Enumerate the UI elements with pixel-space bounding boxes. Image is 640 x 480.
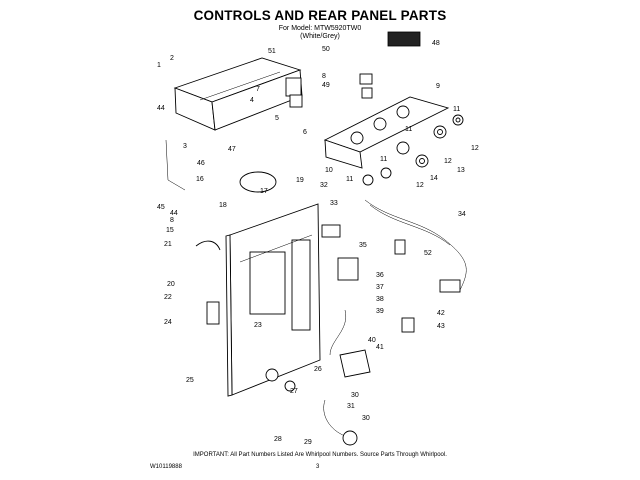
callout-3: 3 <box>183 143 187 150</box>
control-knobs <box>362 114 464 186</box>
callout-38: 38 <box>376 296 384 303</box>
control-panel <box>323 96 450 169</box>
callout-5: 5 <box>275 115 279 122</box>
callout-32: 32 <box>320 182 328 189</box>
page-title: CONTROLS AND REAR PANEL PARTS <box>193 8 447 23</box>
callout-42: 42 <box>437 310 445 317</box>
callout-23: 23 <box>254 322 262 329</box>
callout-13: 13 <box>457 167 465 174</box>
callout-12a: 12 <box>471 145 479 152</box>
callout-14: 14 <box>430 175 438 182</box>
callout-39: 39 <box>376 308 384 315</box>
callout-8b: 8 <box>170 217 174 224</box>
callout-11b: 11 <box>405 126 412 133</box>
callout-21: 21 <box>164 241 172 248</box>
callout-labels: 1 2 3 4 5 6 7 8 8 9 10 11 11 11 11 12 12… <box>157 40 479 446</box>
callout-30a: 30 <box>351 392 359 399</box>
model-number: For Model: MTW5920TW0 <box>278 25 362 32</box>
callout-27: 27 <box>290 388 298 395</box>
callout-31: 31 <box>347 403 355 410</box>
callout-43: 43 <box>437 323 445 330</box>
callout-16: 16 <box>196 176 204 183</box>
callout-1: 1 <box>157 62 161 69</box>
callout-44b: 44 <box>170 210 178 217</box>
callout-36: 36 <box>376 272 384 279</box>
callout-26: 26 <box>314 366 322 373</box>
callout-48: 48 <box>432 40 440 47</box>
callout-30b: 30 <box>362 415 370 422</box>
callout-40: 40 <box>368 337 376 344</box>
callout-52: 52 <box>424 250 432 257</box>
callout-2: 2 <box>170 55 174 62</box>
callout-47: 47 <box>228 146 236 153</box>
callout-49: 49 <box>322 82 330 89</box>
page-number: 3 <box>316 464 320 470</box>
callout-33: 33 <box>330 200 338 207</box>
pump-and-hoses <box>265 257 371 446</box>
callout-11c: 11 <box>380 156 387 163</box>
document-code: W10119888 <box>150 464 182 470</box>
console-backsplash <box>173 57 303 131</box>
callout-4: 4 <box>250 97 254 104</box>
callout-12b: 12 <box>444 158 452 165</box>
callout-6: 6 <box>303 129 307 136</box>
callout-9: 9 <box>436 83 440 90</box>
callout-11d: 11 <box>346 176 353 183</box>
callout-24: 24 <box>164 319 172 326</box>
callout-18: 18 <box>219 202 227 209</box>
callout-37: 37 <box>376 284 384 291</box>
callout-7: 7 <box>256 86 260 93</box>
callout-20: 20 <box>167 281 175 288</box>
rear-panel <box>225 203 321 397</box>
callout-34: 34 <box>458 211 466 218</box>
callout-10: 10 <box>325 167 333 174</box>
wire-harness <box>364 199 467 293</box>
callout-45: 45 <box>157 204 165 211</box>
callout-41: 41 <box>376 344 384 351</box>
callout-22: 22 <box>164 294 172 301</box>
callout-11a: 11 <box>453 106 460 113</box>
callout-46: 46 <box>197 160 205 167</box>
callout-28: 28 <box>274 436 282 443</box>
footer-note: IMPORTANT: All Part Numbers Listed Are W… <box>193 452 447 458</box>
callout-50: 50 <box>322 46 330 53</box>
callout-44a: 44 <box>157 105 165 112</box>
callout-25: 25 <box>186 377 194 384</box>
callout-51: 51 <box>268 48 276 55</box>
callout-19: 19 <box>296 177 304 184</box>
model-color: (White/Grey) <box>300 33 340 40</box>
callout-8a: 8 <box>322 73 326 80</box>
callout-15: 15 <box>166 227 174 234</box>
small-parts <box>165 31 421 333</box>
callout-29: 29 <box>304 439 312 446</box>
callout-35: 35 <box>359 242 367 249</box>
callout-12c: 12 <box>416 182 424 189</box>
callout-17: 17 <box>260 188 268 195</box>
